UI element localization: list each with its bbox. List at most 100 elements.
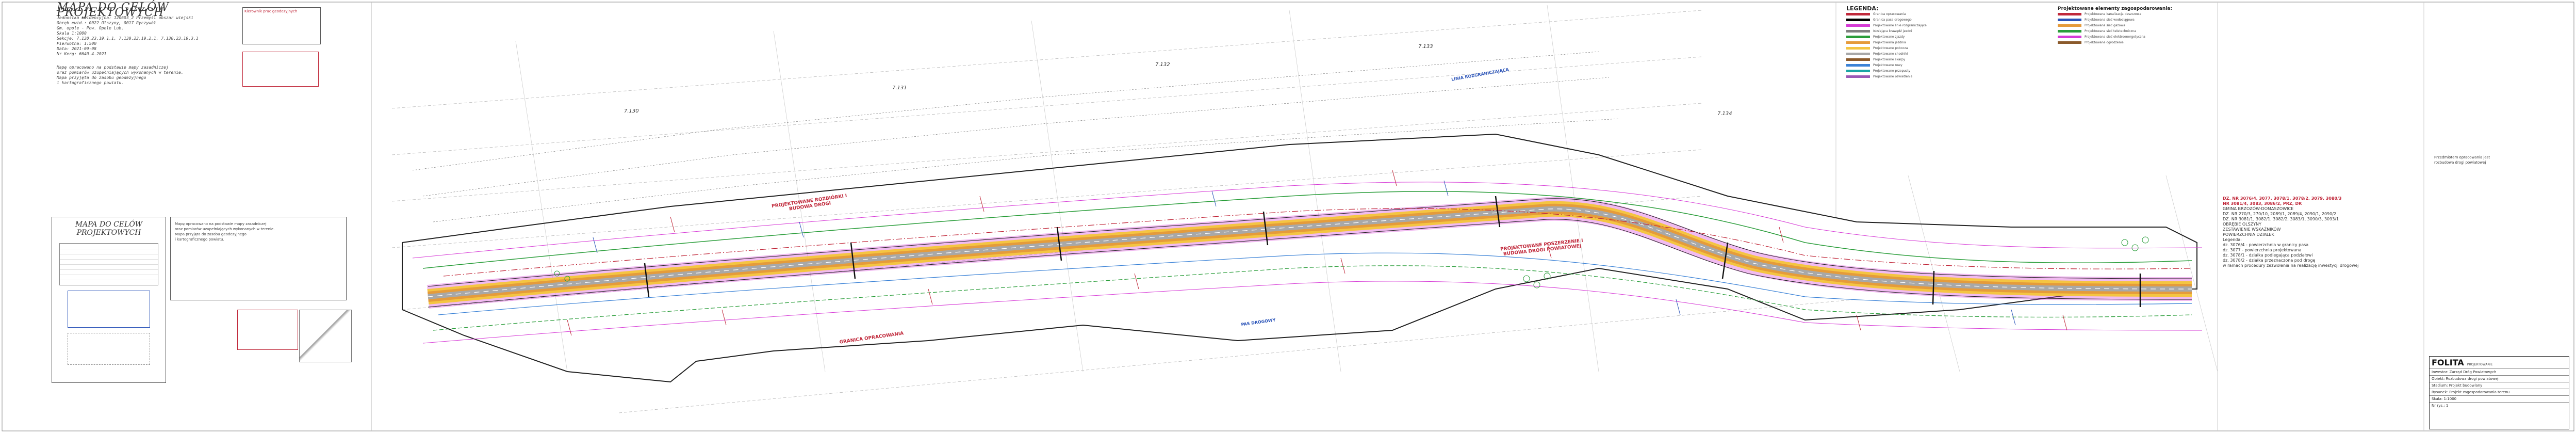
legend-label: Projektowane ogrodzenie [2085,40,2124,44]
legend-swatch [1846,19,1870,21]
note-line: Mapę opracowano na podstawie mapy zasadn… [57,65,169,70]
info-line: Legenda: [2223,237,2242,242]
legend-utilities: Projektowane elementy zagospodarowania: … [2058,6,2202,45]
legend-label: Projektowane zjazdy [1873,35,1905,39]
legend-swatch [1846,53,1870,55]
legend-swatch [2058,41,2081,44]
signature-label: Kierownik prac geodezyjnych [244,9,298,13]
legend-item: Projektowane linie rozgraniczające [1846,23,1970,28]
legend-item: Projektowana sieć wodociągowa [2058,17,2202,23]
legend-item: Projektowane pobocza [1846,45,1970,51]
company-sub: PROJEKTOWANIE [2467,363,2493,366]
legend-swatch [2058,30,2081,33]
legend-label: Projektowana kanalizacja deszczowa [2085,12,2142,16]
info-line: w ramach procedury zezwolenia na realiza… [2223,263,2359,268]
legend-label: Projektowana sieć elektroenergetyczna [2085,35,2145,39]
info-line: DZ. NR 3081/1, 3082/1, 3082/2, 3083/1, 3… [2223,217,2339,221]
note-line: oraz pomiarów uzupełniających wykonanych… [175,227,275,231]
legend-label: Projektowane oświetlenie [1873,74,1913,78]
legend-label: Istniejąca krawędź jezdni [1873,29,1912,33]
header-line: Data: 2021-09-08 [57,46,97,51]
legend-item: Istniejąca krawędź jezdni [1846,28,1970,34]
legend-item: Projektowane rowy [1846,62,1970,68]
parcel-info: DZ. NR 3076/4, 3077, 3078/1, 3078/2, 307… [2223,196,2419,268]
legend-swatch [1846,36,1870,38]
legend-item: Granica pasa drogowego [1846,17,1970,23]
overview-title: MAPA DO CELÓW PROJEKTOWYCH [75,220,143,237]
legend-item: Projektowane skarpy [1846,57,1970,62]
legend-item: Granica opracowania [1846,11,1970,17]
legend-item: Projektowana sieć elektroenergetyczna [2058,34,2202,40]
overview-signature [68,333,150,365]
legend-label: Granica opracowania [1873,12,1906,16]
info-line: dz. 3078/1 - działka podlegająca podział… [2223,253,2313,258]
title-block: FOLITA PROJEKTOWANIE Inwestor: Zarząd Dr… [2429,356,2569,429]
info-line: GMINA BRZOZÓW-DOMASZOWICE [2223,206,2294,211]
legend-label: Projektowane chodniki [1873,52,1908,56]
legend-title: LEGENDA: [1846,5,1879,12]
legend-swatch [1846,30,1870,33]
note-line: i kartograficznego powiatu. [57,81,124,85]
note-line: oraz pomiarów uzupełniających wykonanych… [57,70,184,75]
legend: LEGENDA: Granica opracowania Granica pas… [1846,6,1970,79]
legend-title: Projektowane elementy zagospodarowania: [2058,6,2173,11]
grid-label: 7.133 [1418,44,1433,50]
info-line: OBRĘBIE OLSZYNY [2223,222,2261,227]
note-line: Mapę opracowano na podstawie mapy zasadn… [175,222,267,226]
header-line: Gm. opole - Pow. Opole Lub. [57,26,124,30]
legend-item: Projektowana jezdnia [1846,40,1970,45]
overview-table [59,243,158,285]
title-row: Nr rys.: 1 [2432,404,2449,408]
legend-label: Projektowane przepusty [1873,69,1911,73]
overview-card: MAPA DO CELÓW PROJEKTOWYCH [52,217,166,383]
legend-item: Projektowana sieć teletechniczna [2058,28,2202,34]
legend-item: Projektowana kanalizacja deszczowa [2058,11,2202,17]
legend-label: Projektowane linie rozgraniczające [1873,23,1927,27]
company-logo: FOLITA [2432,358,2464,367]
legend-swatch [1846,13,1870,15]
legend-swatch [1846,58,1870,61]
header-line: Obręb ewid.: 0022 Olszyny, 0017 Ryczywół [57,21,156,25]
sheet-header: MAPA DO CELÓW PROJEKTOWYCH Jednostka ewi… [57,1,232,86]
info-line: dz. 3076/4 - powierzchnia w granicy pasa [2223,243,2309,247]
legend-swatch [1846,64,1870,67]
header-line: Jednostka ewidencyjna: 120603_2 Przemyśl… [57,15,193,20]
header-line: Pierwotna: 1:500 [57,41,97,46]
title-row: Skala: 1:1000 [2430,396,2569,403]
legend-label: Projektowana sieć gazowa [2085,23,2125,27]
info-red-line: DZ. NR 3076/4, 3077, 3078/1, 3078/2, 307… [2223,196,2342,201]
legend-label: Projektowana sieć teletechniczna [2085,29,2136,33]
grid-label: 7.130 [624,108,639,114]
legend-item: Projektowana sieć gazowa [2058,23,2202,28]
title-row: Stadium: Projekt budowlany [2430,382,2569,389]
info-line: POWIERZCHNIA DZIAŁEK [2223,232,2274,237]
title-row: Rysunek: Projekt zagospodarowania terenu [2430,389,2569,396]
legend-swatch [2058,24,2081,27]
sheet-title: MAPA DO CELÓW PROJEKTOWYCH [57,1,169,19]
title-row: Obiekt: Rozbudowa drogi powiatowej [2430,376,2569,382]
legend-swatch [2058,13,2081,15]
legend-swatch [1846,41,1870,44]
legend-swatch [2058,19,2081,21]
grid-label: 7.134 [1717,111,1732,117]
approval-stamp-box: Kierownik prac geodezyjnych [242,7,321,44]
legend-swatch [1846,70,1870,72]
notes-box: Mapę opracowano na podstawie mapy zasadn… [170,217,347,300]
grid-label: 7.131 [892,85,907,91]
legend-item: Projektowane zjazdy [1846,34,1970,40]
info-red-line: NR 3081/4, 3083, 3086/2, PRZ, DR [2223,201,2302,206]
legend-label: Projektowana jezdnia [1873,40,1906,44]
title-row: Inwestor: Zarząd Dróg Powiatowych [2430,369,2569,376]
legend-label: Projektowane pobocza [1873,46,1908,50]
legend-item: Projektowane przepusty [1846,68,1970,74]
project-note: Przedmiotem opracowania jest rozbudowa d… [2434,155,2490,165]
info-line: dz. 3078/2 - działka przeznaczona pod dr… [2223,258,2316,263]
info-line: dz. 3077 - powierzchnia projektowana [2223,248,2302,252]
legend-label: Projektowane skarpy [1873,57,1906,61]
legend-item: Projektowane chodniki [1846,51,1970,57]
legend-label: Granica pasa drogowego [1873,18,1912,22]
info-line: ZESTAWIENIE WSKAŹNIKÓW [2223,227,2281,232]
north-arrow-icon [299,310,352,362]
